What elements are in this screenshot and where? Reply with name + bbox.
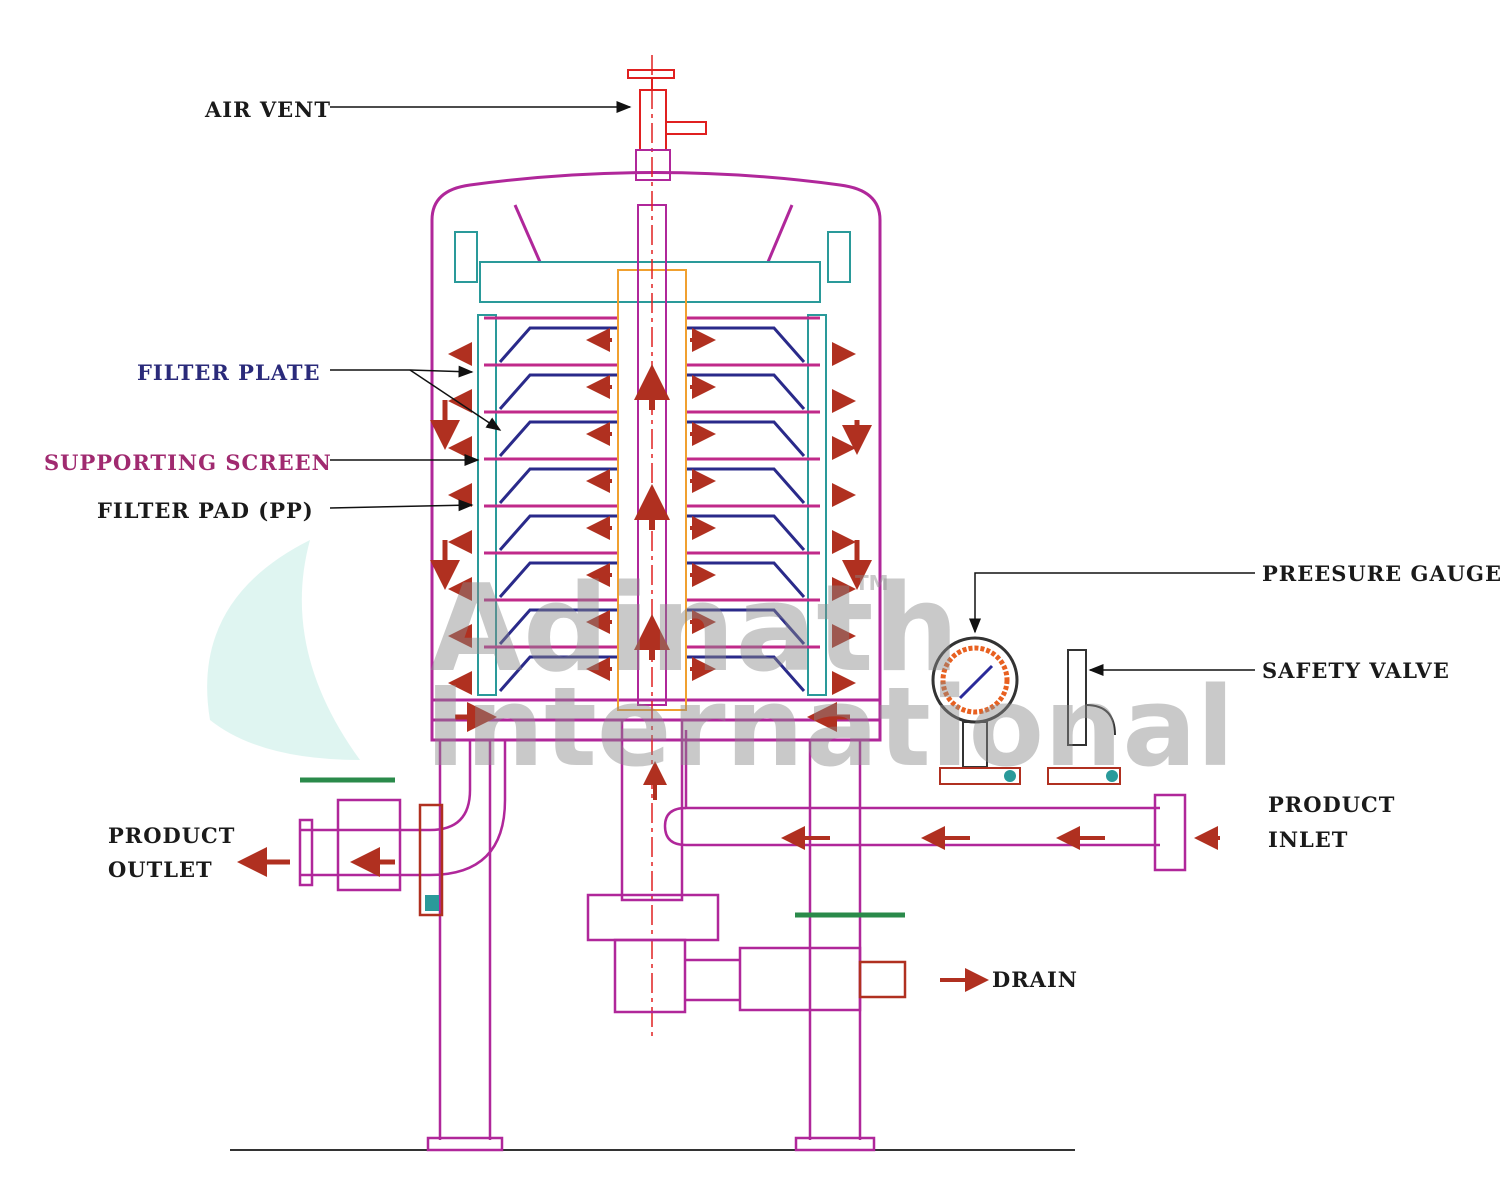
label-filter-pad: FILTER PAD (PP)	[97, 498, 314, 523]
filter-plate	[498, 420, 618, 457]
label-product-inlet: PRODUCT	[1268, 792, 1395, 817]
filter-plate	[686, 373, 806, 410]
safety-valve	[1047, 649, 1121, 785]
pressure-gauge	[931, 636, 1021, 785]
drain-assembly	[586, 893, 907, 1014]
filter-plate	[686, 467, 806, 504]
label-air-vent: AIR VENT	[204, 97, 331, 122]
filter-plate	[498, 467, 618, 504]
filter-plate-stack	[477, 314, 827, 696]
watermark-line2: International	[425, 663, 1234, 791]
label-product-inlet-2: INLET	[1268, 827, 1348, 852]
label-pressure-gauge: PREESURE GAUGE	[1262, 561, 1500, 586]
central-column	[617, 55, 687, 1040]
support-legs	[426, 740, 876, 1152]
top-frame	[454, 231, 851, 303]
label-product-outlet-2: OUTLET	[108, 857, 213, 882]
watermark-line1: Adinath	[430, 560, 959, 699]
filter-plate	[498, 373, 618, 410]
label-drain: DRAIN	[992, 967, 1078, 992]
label-filter-plate: FILTER PLATE	[137, 360, 321, 385]
label-supporting-screen: SUPPORTING SCREEN	[44, 450, 332, 475]
filter-plate	[498, 514, 618, 551]
filter-plate	[686, 420, 806, 457]
flow-arrows	[430, 328, 872, 732]
filter-plate	[686, 326, 806, 363]
air-vent-valve	[627, 69, 707, 181]
inlet-flow-arrows	[643, 761, 1220, 850]
label-safety-valve: SAFETY VALVE	[1262, 658, 1450, 683]
product-outlet-pipe	[298, 740, 507, 917]
filter-plate	[498, 326, 618, 363]
leader-lines	[329, 101, 1255, 676]
label-product-outlet: PRODUCT	[108, 823, 235, 848]
filter-plate	[686, 514, 806, 551]
watermark-logo: Adinath International TM	[207, 540, 1234, 791]
watermark-tm: TM	[855, 571, 889, 595]
product-inlet-pipe	[663, 730, 1187, 872]
